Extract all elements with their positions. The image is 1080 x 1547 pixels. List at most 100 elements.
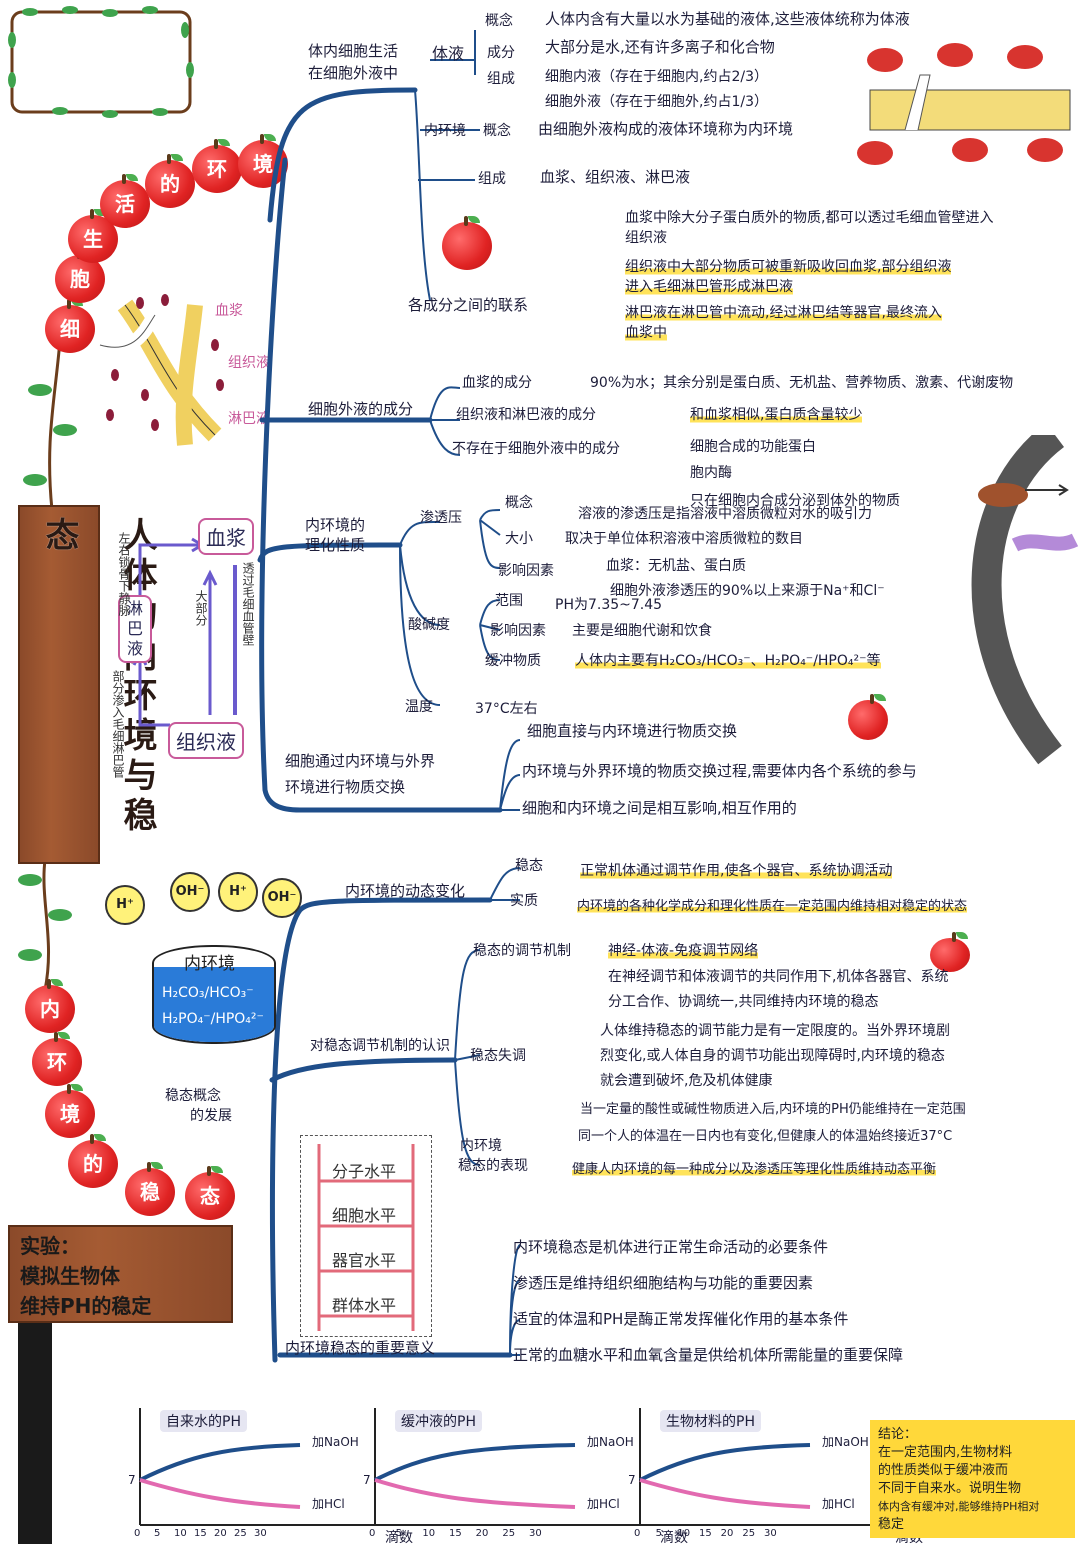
leaf-text: 细胞和内环境之间是相互影响,相互作用的 xyxy=(522,799,797,817)
x-tick: 0 xyxy=(134,1528,141,1539)
experiment-sign: 实验： 模拟生物体 维持PH的稳定 xyxy=(8,1225,233,1323)
leaf-text: 淋巴液在淋巴管中流动,经过淋巴结等器官,最终流入 xyxy=(625,302,942,322)
x-tick: 15 xyxy=(449,1528,462,1539)
leaf-text: 内环境稳态是机体进行正常生命活动的必要条件 xyxy=(513,1238,829,1256)
leaf-text: 分工合作、协调统一,共同维持内环境的稳态 xyxy=(608,994,879,1010)
x-tick: 10 xyxy=(422,1528,436,1539)
x-label: 滴数 xyxy=(660,1530,688,1546)
title-sign: 人体的内环境与稳态 xyxy=(18,505,157,864)
leaf-text: 健康人内环境的每一种成分以及渗透压等理化性质维持动态平衡 xyxy=(572,1158,937,1177)
hcl-line xyxy=(139,1478,301,1509)
ion-h: H⁺ xyxy=(218,872,258,912)
branch-label: 理化性质 xyxy=(305,536,366,554)
leaf-text: 内环境与外界环境的物质交换过程,需要体内各个系统的参与 xyxy=(522,762,917,780)
leaf-text: PH为7.35~7.45 xyxy=(555,597,663,613)
leaf-text: 37°C左右 xyxy=(475,701,538,717)
leaf-text: 细胞内液（存在于细胞内,约占2/3） xyxy=(545,69,768,85)
branch-label: 细胞通过内环境与外界 xyxy=(285,752,436,770)
apple-decor xyxy=(442,216,492,270)
node-neihuanjing: 内环境 xyxy=(424,123,466,139)
decoration-vines xyxy=(8,6,194,1544)
membrane-illustration xyxy=(971,435,1079,765)
node-label: 影响因素 xyxy=(490,623,546,639)
ladder-level: 群体水平 xyxy=(331,1296,396,1315)
leaf-text: 内环境的各种化学成分和理化性质在一定范围内维持相对稳定的状态 xyxy=(577,895,968,914)
garland-apple: 的 xyxy=(68,1134,118,1188)
leaf-text: 正常的血糖水平和血氧含量是供给机体所需能量的重要保障 xyxy=(513,1346,904,1364)
node-label: 实质 xyxy=(510,893,538,909)
leaf-text: 胞内酶 xyxy=(690,465,732,481)
node-label: 稳态 xyxy=(515,858,543,874)
node-label: 成分 xyxy=(487,45,515,61)
node-label: 内环境 xyxy=(460,1138,502,1154)
leaf-text: 正常机体通过调节作用,使各个器官、系统协调活动 xyxy=(580,860,893,880)
node-suanjiandu: 酸碱度 xyxy=(408,617,450,633)
legend-naoh: 加NaOH xyxy=(822,1435,869,1449)
leaf-text: 90%为水；其余分别是蛋白质、无机盐、营养物质、激素、代谢废物 xyxy=(590,375,1014,391)
leaf-text: 主要是细胞代谢和饮食 xyxy=(572,623,712,639)
garland-apple: 的 xyxy=(145,154,195,208)
leaf-text: 取决于单位体积溶液中溶质微粒的数目 xyxy=(565,531,803,547)
leaf-text: 在神经调节和体液调节的共同作用下,机体各器官、系统 xyxy=(608,969,949,985)
garland-apple: 稳 xyxy=(125,1162,175,1216)
ladder-level: 细胞水平 xyxy=(331,1206,396,1225)
leaf-text: 进入毛细淋巴管形成淋巴液 xyxy=(625,276,793,296)
branch-label: 细胞外液的成分 xyxy=(308,400,414,418)
x-tick: 10 xyxy=(677,1528,691,1539)
x-label: 滴数 xyxy=(385,1530,413,1546)
hcl-line xyxy=(374,1478,576,1509)
beaker-title: 内环境 xyxy=(184,954,235,974)
ion-h: H⁺ xyxy=(105,885,145,925)
node-label: 稳态的表现 xyxy=(458,1158,528,1174)
leaf-text: 细胞外液（存在于细胞外,约占1/3） xyxy=(545,94,768,110)
leaf-text: 血浆、组织液、淋巴液 xyxy=(540,168,691,186)
cycle-linbaye: 淋巴液 xyxy=(118,595,152,663)
y-tick: 7 xyxy=(628,1473,636,1487)
node-label: 不存在于细胞外液中的成分 xyxy=(452,441,620,457)
leaf-text: 血浆中除大分子蛋白质外的物质,都可以透过毛细血管壁进入 xyxy=(625,210,994,226)
conclusion-title: 结论： xyxy=(878,1427,918,1442)
experiment-label: 实验： xyxy=(20,1234,80,1258)
x-tick: 20 xyxy=(720,1528,734,1539)
ion-oh: OH⁻ xyxy=(170,872,210,912)
y-tick: 7 xyxy=(363,1473,371,1487)
leaf-text: 就会遭到破坏,危及机体健康 xyxy=(600,1073,773,1089)
node-label: 概念 xyxy=(483,123,511,139)
node-label: 组成 xyxy=(487,71,515,87)
label-zuzhiye: 组织液 xyxy=(228,355,270,371)
node-wendu: 温度 xyxy=(405,699,433,715)
node-label: 影响因素 xyxy=(498,563,554,579)
x-tick: 30 xyxy=(254,1528,267,1539)
node-label: 缓冲物质 xyxy=(485,653,541,669)
legend-naoh: 加NaOH xyxy=(587,1435,634,1449)
chart-title: 自来水的PH xyxy=(160,1410,247,1432)
node-label: 稳态失调 xyxy=(470,1048,526,1064)
page-title: 人体的内环境与稳态 xyxy=(39,517,157,837)
leaf-text: 细胞外液渗透压的90%以上来源于Na⁺和Cl⁻ xyxy=(610,583,885,599)
conclusion-line: 不同于自来水。说明生物 xyxy=(878,1481,1022,1496)
y-tick: 7 xyxy=(128,1473,136,1487)
leaf-text: 血浆：无机盐、蛋白质 xyxy=(606,558,746,574)
x-tick: 30 xyxy=(529,1528,542,1539)
ladder-note: 稳态概念 xyxy=(165,1088,221,1104)
cycle-note: 大部分 xyxy=(194,590,208,626)
branch-label: 环境进行物质交换 xyxy=(285,778,406,796)
x-tick: 0 xyxy=(369,1528,376,1539)
legend-hcl: 加HCl xyxy=(587,1497,620,1511)
ladder-note: 的发展 xyxy=(190,1108,232,1124)
legend-hcl: 加HCl xyxy=(822,1497,855,1511)
x-tick: 25 xyxy=(234,1528,247,1539)
ladder-level: 器官水平 xyxy=(331,1251,396,1270)
node-label: 概念 xyxy=(485,13,513,29)
garland-apple: 细 xyxy=(45,299,95,353)
branch-label: 体内细胞生活 xyxy=(308,42,399,60)
cycle-note: 左右锁骨下静脉 xyxy=(117,532,131,616)
leaf-text: 适宜的体温和PH是酶正常发挥催化作用的基本条件 xyxy=(513,1310,849,1328)
leaf-text: 组织液 xyxy=(625,230,667,246)
beaker-line: H₂CO₃/HCO₃⁻ xyxy=(162,985,254,1001)
garland-apple: 环 xyxy=(32,1032,82,1086)
x-tick: 25 xyxy=(502,1528,516,1539)
cycle-zuzhiye: 组织液 xyxy=(168,722,244,759)
ion-oh: OH⁻ xyxy=(262,878,302,918)
